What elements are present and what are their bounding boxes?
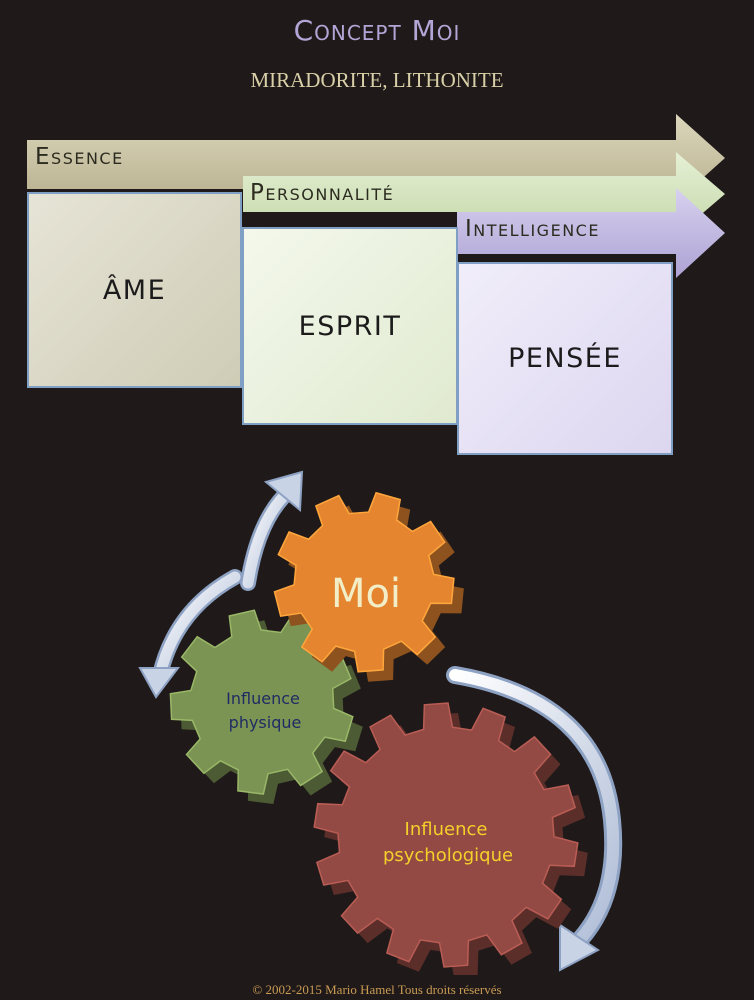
cycle-arrow-right-icon [446,666,623,972]
gear-physique-label-1: Influence [226,689,300,708]
gear-moi-label: Moi [331,571,401,617]
personnalite-label: Personnalité [250,180,395,206]
box-ame-label: ÂME [102,274,167,306]
box-pensee-label: PENSÉE [508,343,622,374]
essence-label: Essence [35,144,124,170]
page-subtitle: MIRADORITE, LITHONITE [250,68,504,92]
arrow-intelligence [457,188,725,278]
gear-psychologique-label-2: psychologique [383,845,513,866]
gears-diagram: Moi Influence physique Influence psychol… [138,470,623,975]
arrow-personnalite [243,152,725,236]
cycle-arrow-top-icon [240,470,304,591]
gear-psychologique-icon [313,702,588,975]
gear-physique-label-2: physique [229,713,302,732]
box-ame: ÂME [27,192,242,388]
box-esprit: ESPRIT [242,227,458,425]
copyright-footer: © 2002-2015 Mario Hamel Tous droits rése… [252,982,502,997]
gear-physique-icon [169,609,363,804]
cycle-arrow-left-icon [138,569,243,699]
intelligence-label: Intelligence [465,216,600,242]
arrow-bands [27,114,725,278]
page-title: Concept Moi [293,14,461,47]
gear-moi-icon [273,491,464,682]
box-pensee: PENSÉE [457,262,673,455]
box-esprit-label: ESPRIT [298,310,402,342]
gear-psychologique-label-1: Influence [405,819,488,840]
